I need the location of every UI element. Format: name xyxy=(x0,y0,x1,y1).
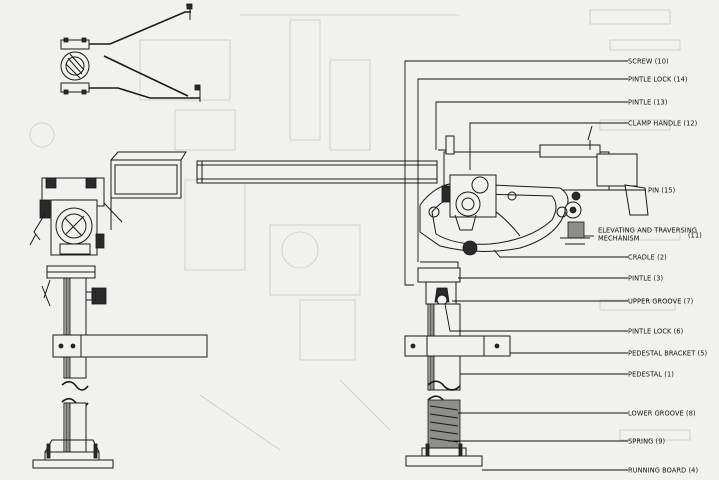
side-view-mount xyxy=(29,151,208,469)
callout-spring: SPRING (9) xyxy=(628,438,665,446)
callout-lower-groove: LOWER GROOVE (8) xyxy=(628,410,696,418)
callout-elevating-line-2: MECHANISM xyxy=(598,235,640,243)
callout-pedestal-bracket: PEDESTAL BRACKET (5) xyxy=(628,350,707,358)
background-ghost-lines xyxy=(29,9,691,451)
callout-cradle: CRADLE (2) xyxy=(628,254,667,262)
gun-barrel xyxy=(196,160,438,184)
callout-pintle-lock-6: PINTLE LOCK (6) xyxy=(628,328,683,336)
callout-elevating-line-1: ELEVATING AND TRAVERSING xyxy=(598,227,697,235)
callout-pin: PIN (15) xyxy=(648,187,675,195)
callout-pedestal: PEDESTAL (1) xyxy=(628,371,674,379)
callout-pintle-3: PINTLE (3) xyxy=(628,275,663,283)
callout-pintle-13: PINTLE (13) xyxy=(628,99,667,107)
callout-pintle-lock-14: PINTLE LOCK (14) xyxy=(628,76,688,84)
callout-labels: SCREW (10) PINTLE LOCK (14) PINTLE (13) … xyxy=(598,58,707,475)
top-view-clamp-bracket xyxy=(60,3,201,102)
callout-running-board: RUNNING BOARD (4) xyxy=(628,467,698,475)
callout-screw: SCREW (10) xyxy=(628,58,669,66)
callout-leader-lines xyxy=(404,60,646,471)
callout-upper-groove: UPPER GROOVE (7) xyxy=(628,298,693,306)
callout-elevating-number: (11) xyxy=(688,232,702,240)
front-view-mount xyxy=(404,125,649,467)
callout-clamp-handle: CLAMP HANDLE (12) xyxy=(628,120,697,128)
